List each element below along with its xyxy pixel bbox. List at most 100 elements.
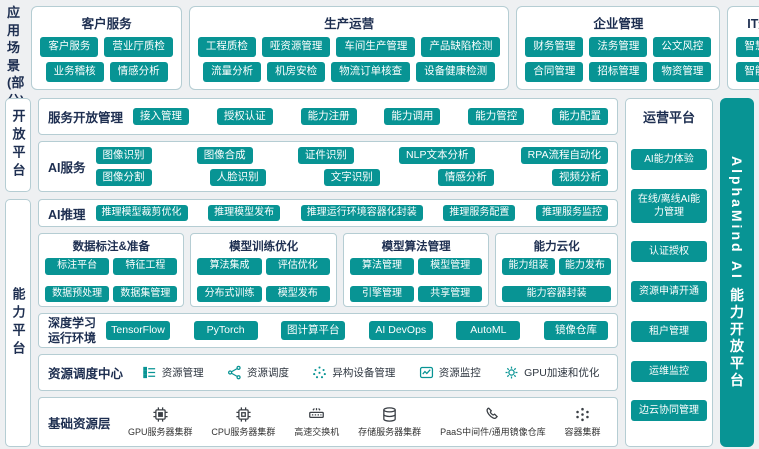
ai-service-chip[interactable]: 证件识别: [297, 147, 354, 165]
capability-chip[interactable]: 评估优化: [265, 258, 330, 275]
scenario-chip[interactable]: 哑资源管理: [261, 37, 331, 57]
ai-service-chip[interactable]: NLP文本分析: [399, 147, 476, 165]
scenarios-label: AI应用场景 (部分): [5, 0, 24, 108]
base-resource-item: PaaS中间件/通用镜像仓库: [440, 406, 546, 438]
base-resource-item: GPU服务器集群: [128, 406, 192, 438]
group-title: 生产运营: [324, 17, 375, 31]
operations-chip[interactable]: 边云协同管理: [631, 400, 707, 422]
operations-chip[interactable]: 资源申请开通: [631, 281, 707, 302]
resource-item-label: 异构设备管理: [332, 367, 396, 379]
ai-service-chip[interactable]: 图像识别: [95, 147, 152, 165]
capability-chip[interactable]: 能力组装: [502, 258, 555, 275]
operations-chip[interactable]: 租户管理: [631, 320, 707, 342]
capability-chip[interactable]: 特征工程: [113, 258, 178, 275]
scenario-chip[interactable]: 客户服务: [40, 37, 99, 57]
ai-service-chip[interactable]: RPA流程自动化: [520, 147, 608, 165]
inference-chip[interactable]: 推理服务配置: [443, 204, 516, 222]
runtime-chip[interactable]: TensorFlow: [106, 320, 171, 341]
resource-item-label: GPU加速和优化: [524, 367, 600, 379]
runtime-chip[interactable]: AutoML: [456, 320, 521, 341]
capability-chip[interactable]: 算法管理: [349, 258, 415, 275]
tab-open-platform[interactable]: 开放平台: [5, 98, 31, 192]
inference-chip[interactable]: 推理模型裁剪优化: [95, 204, 188, 222]
capability-chip[interactable]: 标注平台: [45, 258, 110, 275]
scenario-chip[interactable]: 物流订单核查: [331, 62, 411, 82]
ai-service-chip[interactable]: 人脸识别: [209, 169, 266, 187]
paas-middleware-icon: [484, 406, 501, 423]
capability-chip[interactable]: 能力发布: [558, 258, 611, 275]
scenario-chip[interactable]: 公文风控: [653, 37, 712, 57]
inference-chip[interactable]: 推理模型发布: [208, 204, 281, 222]
open-platform-chip[interactable]: 能力调用: [384, 108, 441, 126]
box-title: 模型算法管理: [381, 241, 451, 253]
open-platform-chip[interactable]: 能力配置: [552, 108, 608, 126]
scenario-chip[interactable]: 合同管理: [525, 62, 584, 82]
scenario-chip[interactable]: 业务稽核: [45, 62, 104, 82]
capability-chip[interactable]: 模型发布: [265, 285, 330, 302]
operations-chip[interactable]: 认证授权: [631, 241, 707, 263]
inference-chip[interactable]: 推理运行环境容器化封装: [300, 204, 423, 222]
base-resource-item: 高速交换机: [294, 406, 339, 438]
list-icon: [142, 365, 157, 380]
box-capability-cloudification: 能力云化 能力组装能力发布能力容器封装: [495, 233, 618, 307]
runtime-chip[interactable]: 镜像仓库: [543, 320, 608, 341]
scenario-chip[interactable]: 法务管理: [589, 37, 648, 57]
capability-chip[interactable]: 数据集管理: [113, 285, 178, 302]
gear-icon: [504, 365, 519, 380]
tab-capability-platform[interactable]: 能力平台: [5, 199, 31, 447]
ai-service-chip[interactable]: 图像分割: [95, 169, 152, 187]
open-platform-chip[interactable]: 授权认证: [216, 108, 273, 126]
scenario-chip[interactable]: 机房安检: [267, 62, 326, 82]
box-data-annotation: 数据标注&准备 标注平台特征工程数据预处理数据集管理: [38, 233, 185, 307]
ai-services-label: AI服务: [48, 161, 86, 176]
capability-chip[interactable]: 引擎管理: [349, 285, 415, 302]
scenario-chip[interactable]: 设备健康检测: [416, 62, 496, 82]
main-band: 开放平台 能力平台 服务开放管理 接入管理授权认证能力注册能力调用能力管控能力配…: [5, 98, 754, 447]
base-resource-item-label: 高速交换机: [294, 427, 340, 437]
scenario-chip[interactable]: 产品缺陷检测: [421, 37, 501, 57]
scenario-chip[interactable]: 物资管理: [653, 62, 712, 82]
scenario-chip[interactable]: 智能运维: [736, 62, 759, 82]
scenario-chip[interactable]: 营业厅质检: [104, 37, 173, 57]
inference-chip[interactable]: 推理服务监控: [535, 204, 608, 222]
group-production-operations: 生产运营 工程质检哑资源管理车间生产管理产品缺陷检测 流量分析机房安检物流订单核…: [188, 6, 510, 90]
scenario-chip[interactable]: 招标管理: [589, 62, 648, 82]
base-resource-items: GPU服务器集群 CPU服务器集群 高速交换机 存储服务器集群: [121, 406, 608, 438]
switch-icon: [308, 406, 325, 423]
scenario-chip[interactable]: 情感分析: [109, 62, 168, 82]
capability-chip[interactable]: 共享管理: [418, 285, 483, 302]
open-platform-chip[interactable]: 能力管控: [468, 108, 525, 126]
ai-service-chip[interactable]: 情感分析: [437, 169, 494, 187]
group-it-operations: IT运维 智慧机房 智能运维: [727, 6, 759, 90]
resource-item-label: 资源监控: [438, 367, 481, 379]
ai-service-chip[interactable]: 文字识别: [323, 169, 380, 187]
open-platform-chip[interactable]: 接入管理: [133, 108, 190, 126]
runtime-chip[interactable]: AI DevOps: [368, 320, 433, 341]
resource-item: 资源管理: [142, 365, 204, 380]
capability-chip[interactable]: 能力容器封装: [502, 285, 611, 302]
runtime-chip[interactable]: 图计算平台: [281, 320, 346, 341]
operations-chip[interactable]: 运维监控: [631, 360, 707, 382]
scenario-chip[interactable]: 流量分析: [203, 62, 262, 82]
operations-chip[interactable]: 在线/离线AI能力管理: [631, 188, 707, 223]
resource-item-label: 资源管理: [161, 367, 204, 379]
operations-chip[interactable]: AI能力体验: [631, 148, 707, 170]
scenario-chip[interactable]: 工程质检: [197, 37, 256, 57]
ai-service-chip[interactable]: 视频分析: [551, 169, 608, 187]
capability-chip[interactable]: 算法集成: [197, 258, 262, 275]
ai-inference-row: AI推理 推理模型裁剪优化推理模型发布推理运行环境容器化封装推理服务配置推理服务…: [38, 199, 618, 227]
capability-chip[interactable]: 数据预处理: [45, 285, 110, 302]
open-platform-chip[interactable]: 能力注册: [300, 108, 357, 126]
capability-chip[interactable]: 分布式训练: [197, 285, 262, 302]
scenario-chip[interactable]: 车间生产管理: [336, 37, 416, 57]
runtime-chip[interactable]: PyTorch: [193, 320, 258, 341]
capability-chip[interactable]: 模型管理: [418, 258, 483, 275]
cpu-chip-icon: [235, 406, 252, 423]
scenario-chip[interactable]: 财务管理: [525, 37, 584, 57]
box-title: 模型训练优化: [229, 241, 299, 253]
scenario-chip[interactable]: 智慧机房: [736, 37, 759, 57]
ai-service-chip[interactable]: 图像合成: [196, 147, 253, 165]
base-resource-item-label: PaaS中间件/通用镜像仓库: [440, 427, 546, 437]
